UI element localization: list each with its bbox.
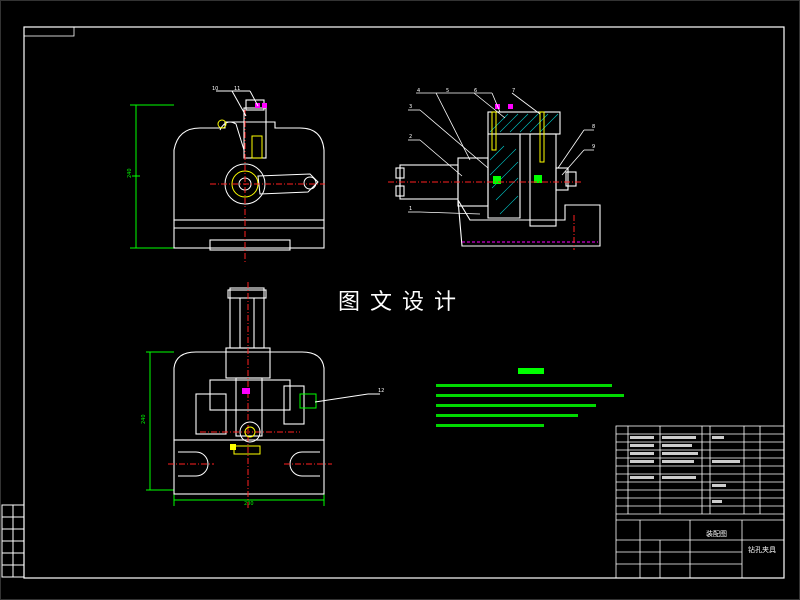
title-block <box>615 425 785 579</box>
callout-label: 7 <box>512 88 515 94</box>
callout-label: 9 <box>592 144 595 150</box>
callout-label: 10 <box>212 86 218 92</box>
top-view: 240 200 <box>141 282 384 510</box>
technical-notes <box>436 368 624 427</box>
callout-label: 12 <box>378 388 384 394</box>
callout-label: 11 <box>234 86 240 92</box>
part-name: 钻孔夹具 <box>748 545 776 554</box>
side-section-view: 4 5 6 7 3 2 1 8 9 <box>388 88 601 250</box>
callout-label: 5 <box>446 88 449 94</box>
callout-label: 8 <box>592 124 595 130</box>
callout-label: 1 <box>409 206 412 212</box>
svg-text:240: 240 <box>127 168 133 178</box>
left-marking-block <box>1 504 25 578</box>
watermark-text: 图文设计 <box>338 290 467 315</box>
drawing-name: 装配图 <box>706 529 727 538</box>
svg-text:240: 240 <box>141 414 147 424</box>
svg-text:200: 200 <box>244 501 254 507</box>
callout-label: 4 <box>417 88 420 94</box>
callout-label: 6 <box>474 88 477 94</box>
callout-label: 2 <box>409 134 412 140</box>
title-block-text-rows <box>630 436 740 503</box>
front-view: 240 <box>127 86 325 262</box>
callout-label: 3 <box>409 104 412 110</box>
